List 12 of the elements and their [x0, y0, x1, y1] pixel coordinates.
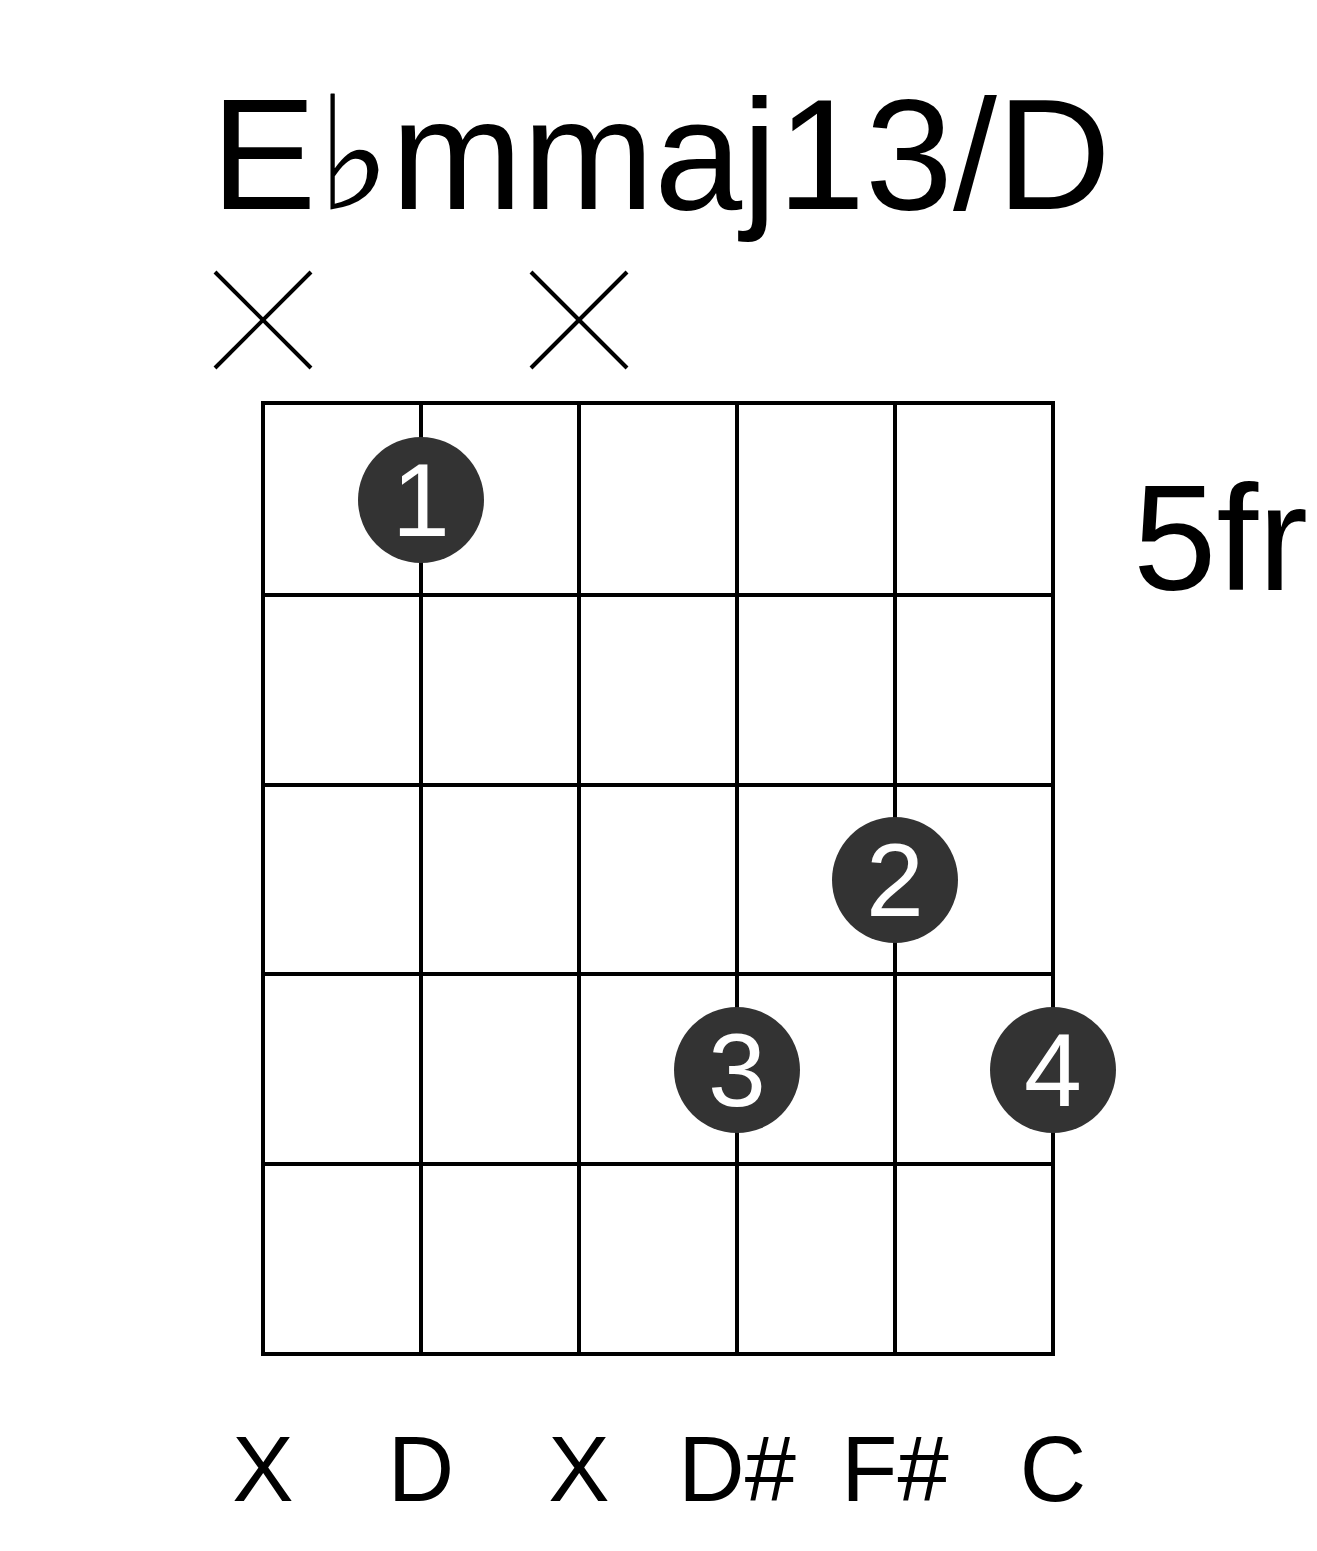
- finger-number: 4: [1024, 1018, 1082, 1122]
- finger-number: 1: [392, 448, 450, 552]
- fret-position-label: 5fr: [1133, 463, 1309, 613]
- string-note-label: X: [548, 1423, 610, 1515]
- finger-number: 3: [708, 1018, 766, 1122]
- string-note-label: F#: [841, 1423, 949, 1515]
- string-note-label: X: [232, 1423, 294, 1515]
- finger-number: 2: [866, 828, 924, 932]
- chord-title: E♭mmaj13/D: [211, 65, 1111, 244]
- string-note-label: D: [387, 1423, 455, 1515]
- string-note-label: C: [1019, 1423, 1087, 1515]
- string-note-label: D#: [678, 1423, 796, 1515]
